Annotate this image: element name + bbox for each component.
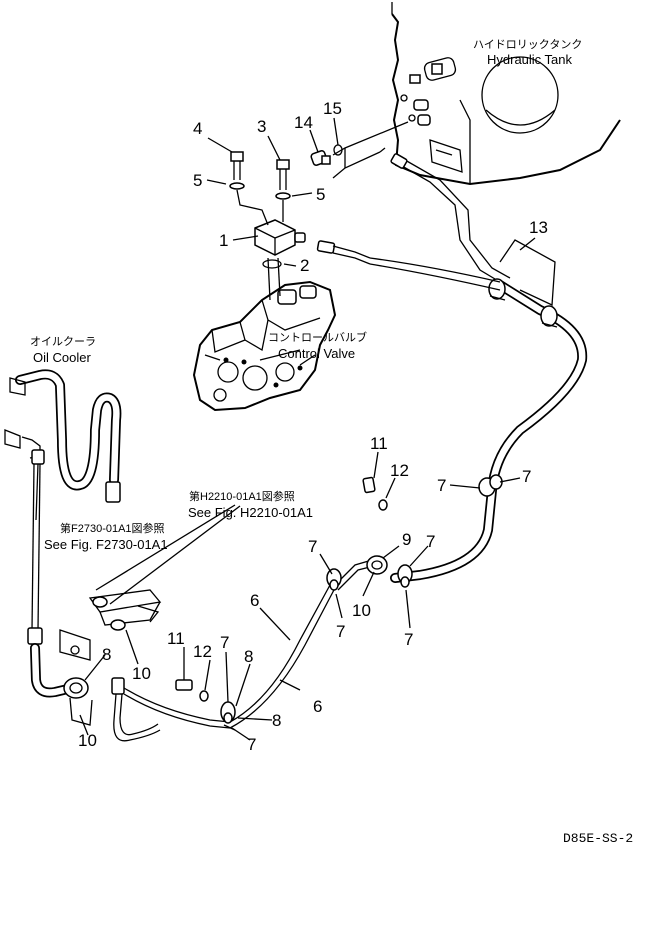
control-valve-label: Control Valve bbox=[278, 346, 355, 361]
callout-12-left: 12 bbox=[193, 642, 212, 661]
callout-4: 4 bbox=[193, 119, 202, 138]
callout-6-b: 6 bbox=[313, 697, 322, 716]
tank-return-pipes bbox=[332, 121, 511, 283]
washer-5a bbox=[229, 182, 245, 190]
o-ring-2 bbox=[262, 259, 282, 269]
clamp-7-mid bbox=[326, 568, 342, 591]
oil-cooler-return-line bbox=[27, 463, 77, 698]
callout-8-b: 8 bbox=[272, 711, 281, 730]
bracket-13 bbox=[499, 239, 556, 306]
callout-12-right: 12 bbox=[390, 461, 409, 480]
leader-lines bbox=[79, 117, 536, 741]
block-1 bbox=[254, 219, 306, 256]
callout-8-a: 8 bbox=[244, 647, 253, 666]
drawing-code: D85E-SS-2 bbox=[563, 831, 633, 846]
hydraulic-tank bbox=[391, 2, 621, 186]
callout-2: 2 bbox=[300, 256, 309, 275]
block-9 bbox=[366, 555, 388, 575]
callout-7-d: 7 bbox=[308, 537, 317, 556]
valve-hose bbox=[316, 240, 501, 291]
callout-11-left: 11 bbox=[167, 629, 185, 648]
ref-f2730-label: See Fig. F2730-01A1 bbox=[44, 537, 168, 552]
control-valve-label-jp: コントロールバルブ bbox=[268, 330, 367, 344]
ref-h2210-label-jp: 第H2210-01A1図参照 bbox=[189, 489, 295, 503]
callout-8-c: 8 bbox=[102, 645, 111, 664]
callout-10-left: 10 bbox=[78, 731, 97, 750]
clamp-7-right bbox=[478, 474, 503, 497]
callout-7-g: 7 bbox=[220, 633, 229, 652]
hydraulic-tank-label: Hydraulic Tank bbox=[487, 52, 573, 67]
callout-5b: 5 bbox=[316, 185, 325, 204]
bolt-11-right bbox=[362, 476, 376, 494]
pipe-clamp-13b bbox=[540, 305, 558, 328]
bolt-3 bbox=[276, 159, 290, 190]
callout-10-right: 10 bbox=[352, 601, 371, 620]
callout-7-e: 7 bbox=[336, 622, 345, 641]
callout-7-c: 7 bbox=[426, 532, 435, 551]
callout-7-h: 7 bbox=[247, 735, 256, 754]
callout-5a: 5 bbox=[193, 171, 202, 190]
callout-7-a: 7 bbox=[437, 476, 446, 495]
callout-3: 3 bbox=[257, 117, 266, 136]
control-valve bbox=[192, 257, 337, 412]
clamp-10-left bbox=[63, 677, 93, 726]
main-pipe bbox=[390, 280, 588, 583]
ref-h2210-label: See Fig. H2210-01A1 bbox=[188, 505, 313, 520]
washer-12-left bbox=[199, 690, 209, 702]
callout-14: 14 bbox=[294, 113, 313, 132]
callout-7-f: 7 bbox=[404, 630, 413, 649]
oil-cooler-hoses bbox=[4, 369, 122, 521]
oil-cooler-label: Oil Cooler bbox=[33, 350, 91, 365]
callout-1: 1 bbox=[219, 231, 228, 250]
bolt-4-guide bbox=[236, 189, 269, 226]
washer-5b bbox=[275, 192, 291, 200]
washer-12-right bbox=[378, 499, 388, 511]
callout-7-b: 7 bbox=[522, 467, 531, 486]
clamp-7-bottom bbox=[220, 701, 236, 731]
callout-11-right: 11 bbox=[370, 434, 388, 453]
bolt-11-left bbox=[175, 679, 193, 691]
hydraulic-tank-label-jp: ハイドロリックタンク bbox=[473, 38, 582, 51]
callout-10-mid: 10 bbox=[132, 664, 151, 683]
oil-cooler-label-jp: オイルクーラ bbox=[30, 335, 96, 348]
bolt-4 bbox=[230, 151, 244, 180]
ref-f2730-label-jp: 第F2730-01A1図参照 bbox=[60, 521, 165, 535]
elbow-14 bbox=[310, 150, 331, 166]
callout-13: 13 bbox=[529, 218, 548, 237]
reference-bracket-parts bbox=[59, 589, 162, 661]
callout-9: 9 bbox=[402, 530, 411, 549]
callout-15: 15 bbox=[323, 99, 342, 118]
callout-6-a: 6 bbox=[250, 591, 259, 610]
clamp-7-right-lower bbox=[397, 564, 413, 588]
